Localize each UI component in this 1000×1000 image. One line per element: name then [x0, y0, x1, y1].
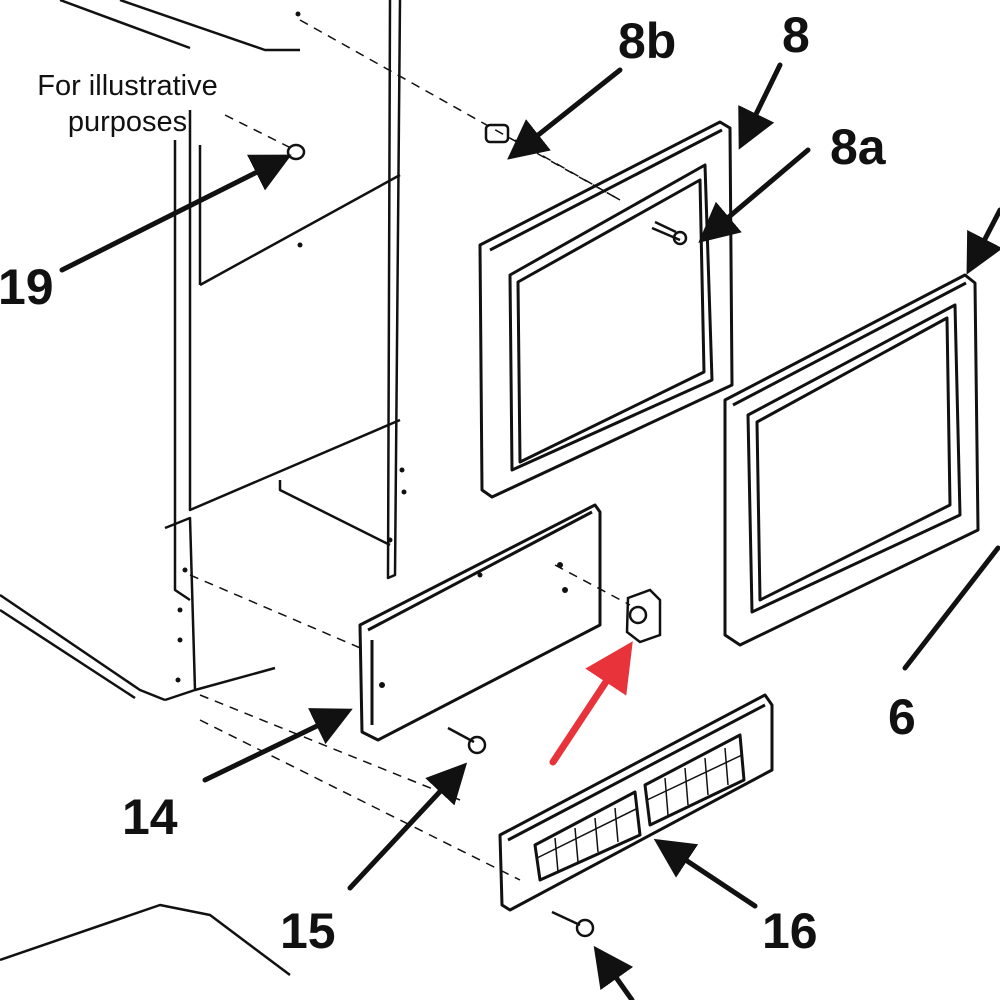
callout-label-6: 6 [888, 689, 916, 745]
grille-slots [536, 747, 743, 873]
arrow-19 [59, 154, 292, 273]
part-15-screw [447, 726, 487, 755]
part-8a-screw [651, 220, 688, 246]
red-highlight-arrow [549, 641, 633, 766]
note-line-2: purposes [67, 106, 188, 138]
illustrative-note: For illustrative purposes [20, 68, 235, 140]
arrow-6 [902, 545, 1000, 671]
arrow-15 [347, 762, 468, 891]
part-19-plug [286, 143, 306, 161]
callout-label-19: 19 [0, 259, 54, 315]
part-8b-bumper [484, 123, 510, 144]
callout-label-14: 14 [122, 789, 178, 845]
note-line-1: For illustrative [37, 70, 218, 102]
callout-label-16: 16 [762, 903, 818, 959]
arrow-14 [202, 708, 353, 783]
highlighted-hinge-part [625, 588, 662, 644]
callout-label-8b: 8b [618, 13, 677, 69]
callout-label-8a: 8a [830, 119, 886, 175]
bottom-screw [551, 910, 595, 938]
cabinet-body [0, 0, 402, 976]
part-6-gasket [723, 273, 980, 647]
callout-label-15: 15 [280, 903, 336, 959]
part-16-grille [498, 693, 774, 912]
arrow-8a [698, 147, 811, 243]
part-14-holes [379, 562, 568, 688]
part-14-panel [358, 503, 602, 742]
callout-label-8: 8 [782, 7, 810, 63]
arrow-8b [507, 67, 623, 160]
part-8-frame [478, 120, 734, 499]
callout-arrows [59, 62, 1000, 1000]
arrow-bottom [593, 945, 635, 1000]
cabinet-holes [175, 11, 407, 683]
arrow-16 [653, 838, 758, 909]
arrow-8 [738, 62, 783, 150]
arrow-6-top [966, 207, 1000, 275]
